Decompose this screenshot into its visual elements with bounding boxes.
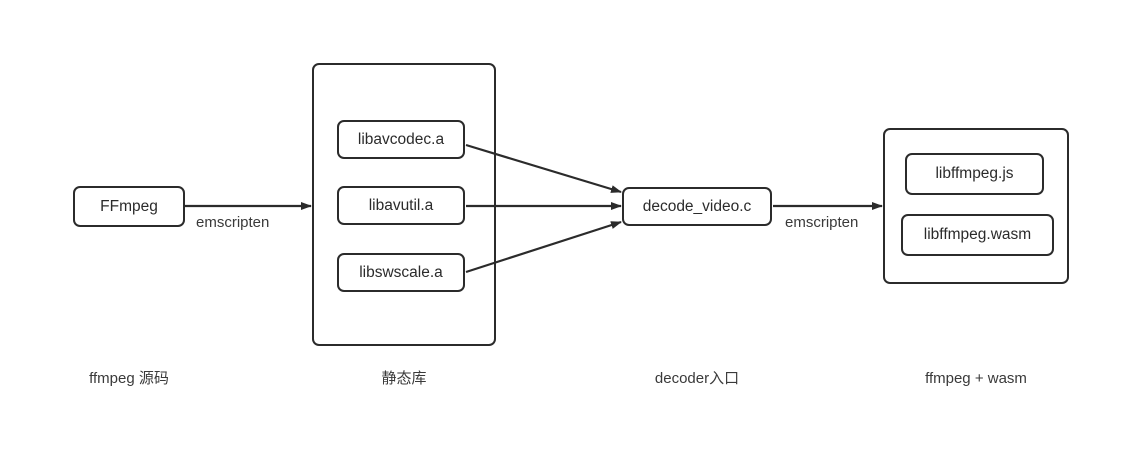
edge-libswscale-to-decoder (465, 220, 622, 274)
edge-label-decoder-to-outputs: emscripten (785, 214, 859, 231)
node-libffmpeg-js-label: libffmpeg.js (935, 165, 1014, 183)
node-libffmpeg-wasm-label: libffmpeg.wasm (923, 226, 1032, 244)
node-libavcodec[interactable]: libavcodec.a (337, 120, 465, 159)
caption-ffmpeg-source: ffmpeg 源码 (89, 370, 169, 387)
group-static-libraries (312, 63, 496, 346)
node-decode-video-c-label: decode_video.c (642, 197, 752, 215)
node-decode-video-c[interactable]: decode_video.c (622, 187, 772, 226)
node-libavcodec-label: libavcodec.a (357, 130, 445, 148)
group-ffmpeg-wasm-outputs (883, 128, 1069, 284)
caption-ffmpeg-wasm: ffmpeg + wasm (925, 370, 1027, 387)
edge-libavcodec-to-decoder (465, 143, 622, 194)
node-libffmpeg-js[interactable]: libffmpeg.js (905, 153, 1044, 195)
caption-decoder-entry: decoder入口 (654, 370, 740, 387)
caption-static-libraries: 静态库 (381, 370, 427, 387)
node-libavutil[interactable]: libavutil.a (337, 186, 465, 225)
node-libswscale-label: libswscale.a (359, 263, 443, 281)
node-libavutil-label: libavutil.a (368, 196, 434, 214)
node-ffmpeg-source-label: FFmpeg (100, 197, 158, 215)
node-ffmpeg-source[interactable]: FFmpeg (73, 186, 185, 227)
node-libswscale[interactable]: libswscale.a (337, 253, 465, 292)
edge-label-source-to-libs: emscripten (196, 214, 270, 231)
node-libffmpeg-wasm[interactable]: libffmpeg.wasm (901, 214, 1054, 256)
